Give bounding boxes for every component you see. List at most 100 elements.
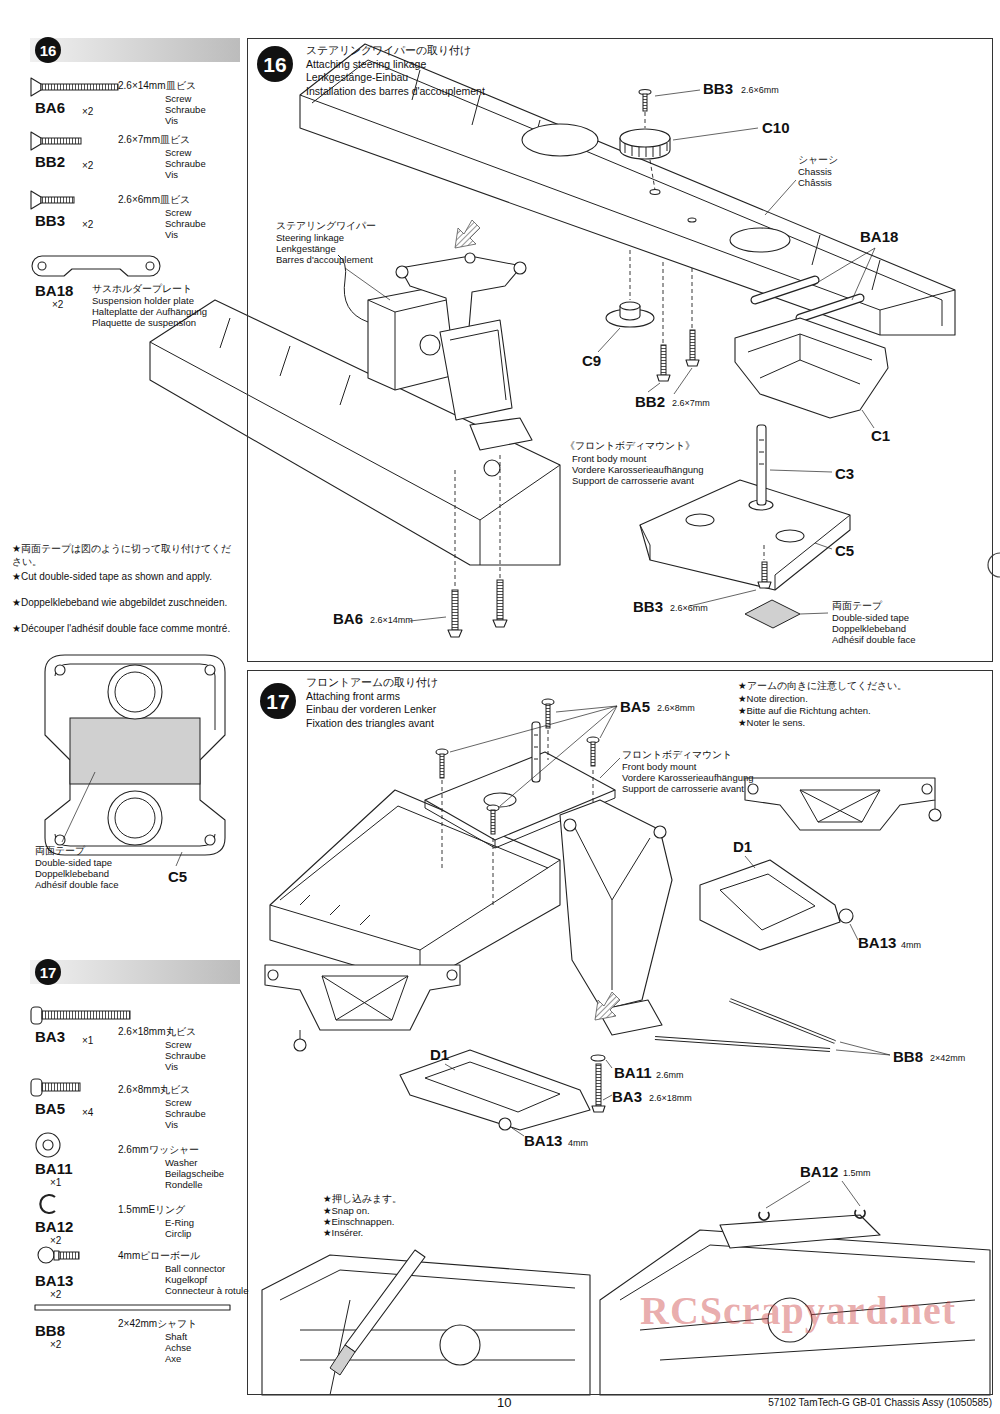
part-code: BA13 xyxy=(35,1272,73,1289)
step-number-circle: 16 xyxy=(35,37,61,63)
label-text: Halteplatte der Aufhängung xyxy=(92,307,207,318)
part-code: BA11 xyxy=(614,1064,652,1081)
label-text: ×2 xyxy=(82,219,93,231)
step-number: 16 xyxy=(263,54,286,75)
label-text: 2.6×14mm皿ビス xyxy=(118,80,196,92)
part-code: C5 xyxy=(168,868,187,885)
label-text: シャーシ xyxy=(798,155,838,166)
label-text: 2.6×18mm丸ビス xyxy=(118,1026,196,1038)
label-text: Schraube xyxy=(165,105,206,116)
dimension: 2.6×18mm xyxy=(649,1093,692,1103)
label-text: 2.6mmワッシャー xyxy=(118,1144,199,1156)
front-arm-assembly-drawing xyxy=(262,699,990,1395)
part-code: BA6 xyxy=(333,610,363,627)
label-text: 1.5mmEリング xyxy=(118,1204,185,1216)
label-text: Suspension holder plate xyxy=(92,296,194,307)
part-code: BB8 xyxy=(893,1048,923,1065)
part-code: BA5 xyxy=(35,1100,65,1117)
dimension: 4mm xyxy=(901,940,921,950)
part-code: BB2 xyxy=(635,393,665,410)
label-text: 2.6×6mm皿ビス xyxy=(118,194,190,206)
part-code: BB3 xyxy=(703,80,733,97)
parts-icons xyxy=(31,1007,230,1310)
part-code: BA11 xyxy=(35,1160,73,1177)
label-text: Vis xyxy=(165,1062,178,1073)
label-text: Screw xyxy=(165,1040,191,1051)
label-text: ★両面テープは図のように切って取り付けてください。 xyxy=(12,542,240,568)
label-text: 両面テープ xyxy=(35,846,85,857)
label-text: 2.6×7mm皿ビス xyxy=(118,134,190,146)
step-title: フロントアームの取り付け xyxy=(306,676,438,690)
label-text: Vis xyxy=(165,1120,178,1131)
part-code: C1 xyxy=(871,427,890,444)
dimension: 2.6×6mm xyxy=(670,603,708,613)
part-code: BA13 xyxy=(524,1132,562,1149)
label-text: ×2 xyxy=(82,160,93,172)
label-text: ★Snap on. xyxy=(323,1206,370,1217)
label-text: ×2 xyxy=(50,1235,61,1247)
step-title: Einbau der vorderen Lenker xyxy=(306,703,438,717)
part-code: BA18 xyxy=(35,282,73,299)
label-text: Front body mount xyxy=(622,762,696,773)
step-title: Attaching steering linkage xyxy=(306,58,485,72)
label-text: Axe xyxy=(165,1354,181,1365)
label-text: Double-sided tape xyxy=(35,858,112,869)
label-text: Screw xyxy=(165,148,191,159)
page-edge-mark xyxy=(988,553,1000,577)
dimension: 1.5mm xyxy=(843,1168,871,1178)
label-text: Châssis xyxy=(798,178,832,189)
dimension: 2×42mm xyxy=(930,1053,965,1063)
part-code: C3 xyxy=(835,465,854,482)
label-text: ×2 xyxy=(50,1289,61,1301)
parts-icons xyxy=(31,78,160,276)
part-code: BB2 xyxy=(35,153,65,170)
label-text: E-Ring xyxy=(165,1218,194,1229)
label-text: 2.6×8mm丸ビス xyxy=(118,1084,190,1096)
label-text: Schraube xyxy=(165,159,206,170)
part-code: C5 xyxy=(835,542,854,559)
label-text: Barres d'accouplement xyxy=(276,255,373,266)
label-text: Doppelklebeband xyxy=(35,869,109,880)
dimension: 2.6mm xyxy=(656,1070,684,1080)
label-text: Vis xyxy=(165,230,178,241)
part-code: C9 xyxy=(582,352,601,369)
label-text: Front body mount xyxy=(572,454,646,465)
label-text: ★Einschnappen. xyxy=(323,1217,394,1228)
label-text: ★アームの向きに注意してください。 xyxy=(738,681,907,692)
label-text: Double-sided tape xyxy=(832,613,909,624)
label-text: ★Doppelklebeband wie abgebildet zuschnei… xyxy=(12,596,240,609)
label-text: Ball connector xyxy=(165,1264,225,1275)
steering-assembly-drawing xyxy=(150,44,955,637)
dimension: 4mm xyxy=(568,1138,588,1148)
label-text: Vis xyxy=(165,170,178,181)
step-number: 17 xyxy=(266,691,289,712)
label-text: Schraube xyxy=(165,219,206,230)
dimension: 2.6×8mm xyxy=(657,703,695,713)
label-text: ×4 xyxy=(82,1107,93,1119)
step-title: ステアリングワイパーの取り付け xyxy=(306,44,485,58)
label-text: ×2 xyxy=(82,106,93,118)
label-text: Lenkgestänge xyxy=(276,244,336,255)
watermark: RCScrapyard.net xyxy=(640,1288,956,1334)
label-text: Schraube xyxy=(165,1051,206,1062)
label-text: Support de carrosserie avant xyxy=(572,476,694,487)
label-text: ×1 xyxy=(50,1177,61,1189)
label-text: フロントボディマウント xyxy=(622,750,732,761)
label-text: Plaquette de suspension xyxy=(92,318,196,329)
label-text: Screw xyxy=(165,94,191,105)
step-title: Lenkgestänge-Einbau xyxy=(306,71,485,85)
step-number: 17 xyxy=(40,965,57,980)
label-text: Doppelklebeband xyxy=(832,624,906,635)
label-text: 10 xyxy=(497,1396,511,1411)
part-code: D1 xyxy=(733,838,752,855)
part-code: BA13 xyxy=(858,934,896,951)
part-code: D1 xyxy=(430,1046,449,1063)
part-code: BA6 xyxy=(35,99,65,116)
step-number: 16 xyxy=(40,43,57,58)
step-panel: ステアリングワイパーの取り付けAttaching steering linkag… xyxy=(247,38,993,662)
label-text: ステアリングワイパー xyxy=(276,221,376,232)
label-text: Adhésif double face xyxy=(35,880,118,891)
dimension: 2.6×14mm xyxy=(370,615,413,625)
part-code: BA3 xyxy=(35,1028,65,1045)
label-text: ★Cut double-sided tape as shown and appl… xyxy=(12,570,240,583)
